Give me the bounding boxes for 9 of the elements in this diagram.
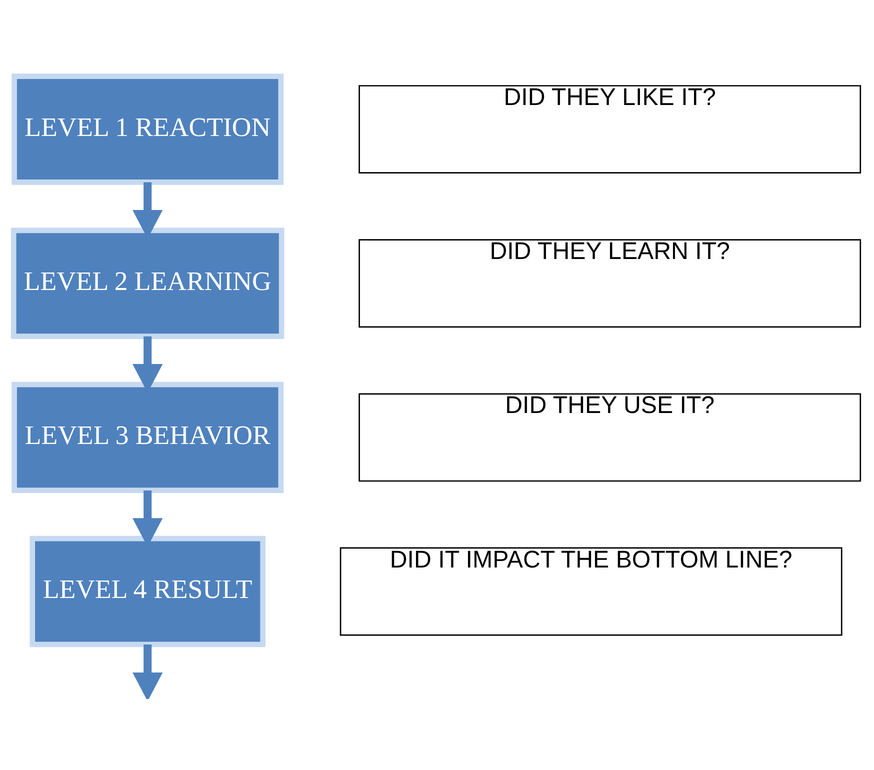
node-box: LEVEL 1 REACTION xyxy=(12,74,284,185)
node-box: DID THEY LEARN IT? xyxy=(358,239,862,328)
node-box: DID THEY USE IT? xyxy=(358,393,862,482)
node-box: LEVEL 4 RESULT xyxy=(30,536,266,648)
node-box: DID IT IMPACT THE BOTTOM LINE? xyxy=(340,547,842,636)
node-box: DID THEY LIKE IT? xyxy=(358,85,862,174)
arrow xyxy=(132,644,163,699)
node-box: LEVEL 3 BEHAVIOR xyxy=(12,382,284,494)
node-box: LEVEL 2 LEARNING xyxy=(10,228,284,339)
